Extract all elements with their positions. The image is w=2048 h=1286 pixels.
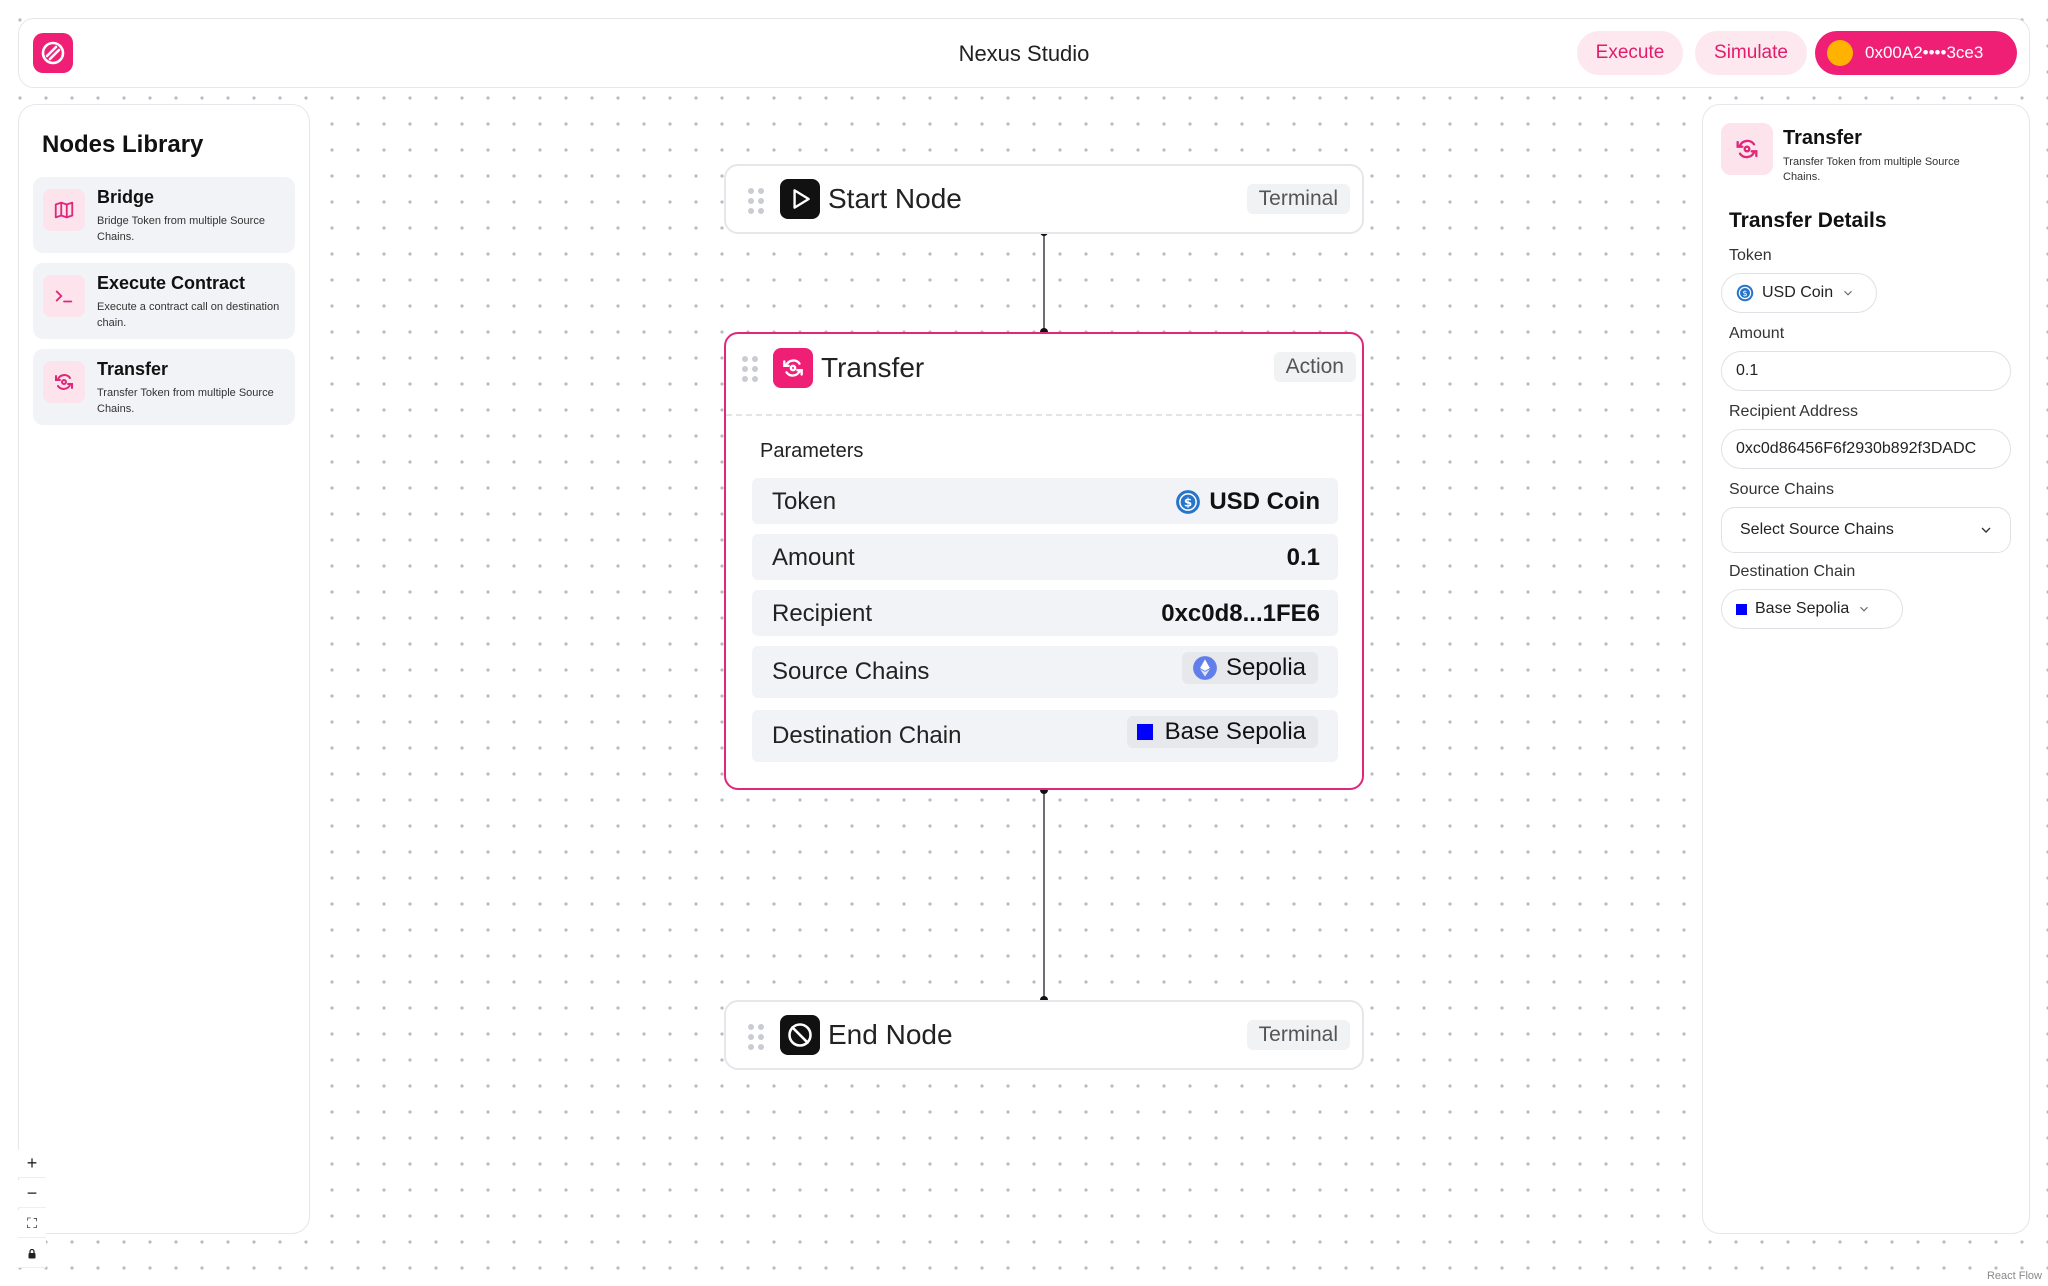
chevron-down-icon	[1844, 290, 1853, 296]
param-key: Amount	[772, 544, 855, 571]
play-icon	[780, 179, 820, 219]
parameters-label: Parameters	[760, 440, 864, 462]
base-chain-icon	[1736, 603, 1747, 615]
amount-label: Amount	[1729, 325, 1785, 342]
chevron-down-icon	[1860, 606, 1869, 612]
param-value: Base Sepolia	[1126, 716, 1318, 748]
top-bar: Nexus Studio Execute Simulate 0x00A2••••…	[18, 18, 2030, 88]
param-row-destination-chain: Destination Chain Base Sepolia	[752, 710, 1338, 762]
map-icon	[43, 189, 85, 231]
node-type-tag: Terminal	[1246, 1020, 1350, 1050]
edge-start-transfer[interactable]	[1043, 232, 1045, 332]
library-item-desc: Transfer Token from multiple Source Chai…	[97, 387, 274, 415]
param-row-amount: Amount 0.1	[752, 534, 1338, 580]
zoom-out-button[interactable]: −	[18, 1180, 46, 1208]
library-item-bridge[interactable]: Bridge Bridge Token from multiple Source…	[33, 177, 295, 253]
usdc-icon: $	[1176, 490, 1201, 514]
react-flow-attribution[interactable]: React Flow	[1986, 1270, 2042, 1282]
drag-handle-icon[interactable]	[748, 1024, 764, 1050]
param-value: Sepolia	[1181, 652, 1318, 684]
ethereum-icon	[1193, 656, 1217, 680]
recipient-label: Recipient Address	[1729, 403, 1858, 420]
wallet-avatar	[1827, 40, 1853, 66]
param-key: Token	[772, 488, 837, 515]
chevron-down-icon	[1981, 527, 1991, 533]
library-item-desc: Execute a contract call on destination c…	[97, 301, 280, 329]
terminal-icon	[43, 275, 85, 317]
nodes-library-panel: Nodes Library Bridge Bridge Token from m…	[18, 104, 310, 1234]
node-title: End Node	[828, 1019, 953, 1050]
details-section-title: Transfer Details	[1729, 209, 1887, 232]
library-item-name: Execute Contract	[97, 273, 246, 293]
param-value: $ USD Coin	[1175, 488, 1320, 516]
drag-handle-icon[interactable]	[748, 188, 764, 214]
library-item-execute-contract[interactable]: Execute Contract Execute a contract call…	[33, 263, 295, 339]
end-node[interactable]: End Node Terminal	[724, 1000, 1364, 1070]
param-row-recipient: Recipient 0xc0d8...1FE6	[752, 590, 1338, 636]
library-title: Nodes Library	[42, 131, 204, 158]
node-title: Start Node	[828, 183, 962, 214]
details-title: Transfer	[1783, 127, 1862, 149]
recipient-address-input[interactable]: 0xc0d86456F6f2930b892f3DADC	[1721, 429, 2011, 469]
usdc-icon: $	[1736, 284, 1754, 302]
zoom-in-button[interactable]: +	[18, 1150, 46, 1178]
node-details-panel: Transfer Transfer Token from multiple So…	[1702, 104, 2030, 1234]
library-item-desc: Bridge Token from multiple Source Chains…	[97, 215, 265, 243]
transfer-icon	[1721, 123, 1773, 175]
lock-button[interactable]	[18, 1240, 46, 1268]
node-type-tag: Action	[1273, 352, 1356, 382]
wallet-address: 0x00A2••••3ce3	[1865, 43, 1984, 62]
transfer-icon	[43, 361, 85, 403]
drag-handle-icon[interactable]	[742, 356, 758, 382]
source-chains-label: Source Chains	[1729, 481, 1834, 498]
edge-transfer-end[interactable]	[1043, 790, 1045, 1000]
param-value: 0xc0d8...1FE6	[1161, 600, 1320, 627]
param-key: Destination Chain	[772, 722, 962, 749]
param-key: Source Chains	[772, 658, 930, 685]
node-divider	[726, 414, 1362, 416]
param-value: 0.1	[1286, 544, 1320, 571]
token-select[interactable]: $ USD Coin	[1721, 273, 1877, 313]
svg-text:$: $	[1742, 288, 1747, 298]
transfer-node[interactable]: Transfer Action Parameters Token $ USD C…	[724, 332, 1364, 790]
execute-button[interactable]: Execute	[1577, 31, 1683, 75]
param-row-source-chains: Source Chains Sepolia	[752, 646, 1338, 698]
source-chains-select[interactable]: Select Source Chains	[1721, 507, 2011, 553]
svg-text:$: $	[1184, 495, 1192, 509]
destination-chain-select[interactable]: Base Sepolia	[1721, 589, 1903, 629]
app-title: Nexus Studio	[958, 41, 1090, 66]
node-title: Transfer	[821, 352, 925, 383]
app-logo-icon[interactable]	[33, 33, 73, 73]
transfer-icon	[773, 348, 813, 388]
node-type-tag: Terminal	[1246, 184, 1350, 214]
param-key: Recipient	[772, 600, 873, 627]
library-item-transfer[interactable]: Transfer Transfer Token from multiple So…	[33, 349, 295, 425]
lock-icon	[28, 1248, 36, 1258]
param-row-token: Token $ USD Coin	[752, 478, 1338, 524]
amount-input[interactable]: 0.1	[1721, 351, 2011, 391]
start-node[interactable]: Start Node Terminal	[724, 164, 1364, 234]
base-chain-icon	[1136, 724, 1153, 740]
token-label: Token	[1729, 247, 1772, 264]
transfer-node-source-handle[interactable]	[1040, 786, 1048, 794]
stop-icon	[780, 1015, 820, 1055]
simulate-button[interactable]: Simulate	[1695, 31, 1807, 75]
wallet-button[interactable]: 0x00A2••••3ce3	[1815, 31, 2017, 75]
details-description: Transfer Token from multiple Source Chai…	[1783, 156, 1960, 183]
fit-view-button[interactable]: ⛶	[18, 1210, 46, 1238]
library-item-name: Bridge	[97, 187, 155, 207]
destination-chain-label: Destination Chain	[1729, 563, 1856, 580]
library-item-name: Transfer	[97, 359, 169, 379]
